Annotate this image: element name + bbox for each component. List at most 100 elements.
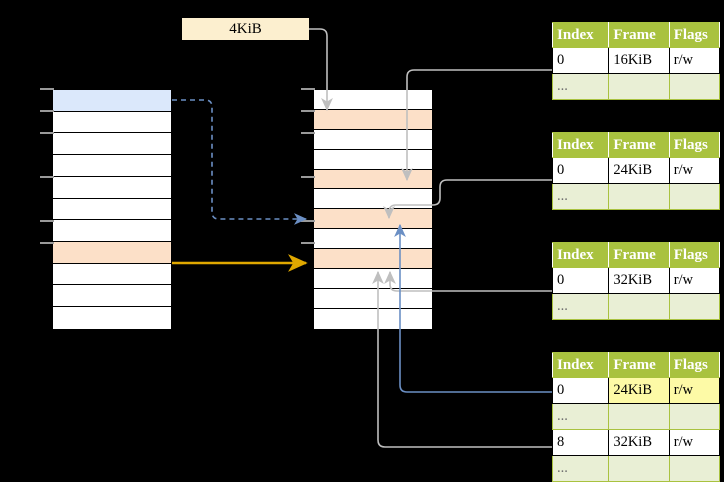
cell-frame: 24KiB <box>608 377 670 404</box>
cell-index: ... <box>551 183 610 210</box>
cell-flags: r/w <box>668 267 721 294</box>
tick-mark <box>301 132 315 134</box>
connector-table2-to-frame <box>383 179 552 220</box>
tick-mark <box>40 176 54 178</box>
cell-flags: r/w <box>668 47 721 74</box>
table-row: ... <box>551 183 721 210</box>
tick-mark <box>40 132 54 134</box>
cell-index: ... <box>551 73 610 100</box>
tick-mark <box>301 242 315 244</box>
table-row: ... <box>551 73 721 100</box>
cell-index: ... <box>551 293 610 320</box>
tick-mark <box>40 220 54 222</box>
cell-flags <box>668 455 721 482</box>
vaddr-page-row <box>53 176 171 199</box>
tick-mark <box>301 220 315 222</box>
cell-flags <box>668 73 721 100</box>
column-header-index: Index <box>551 242 610 268</box>
cell-frame <box>608 403 670 430</box>
tick-mark <box>301 110 315 112</box>
column-header-flags: Flags <box>668 132 721 158</box>
phys-frame-row <box>314 129 432 150</box>
connector-table3-to-frame <box>384 270 552 292</box>
cell-frame: 24KiB <box>608 157 670 184</box>
cell-flags: r/w <box>668 429 721 456</box>
cell-index: 0 <box>551 47 610 74</box>
vaddr-page-row <box>53 307 171 329</box>
vaddr-page-row <box>53 241 171 264</box>
cell-index: 8 <box>551 429 610 456</box>
table-row: ... <box>551 403 721 430</box>
vaddr-page-row <box>53 198 171 221</box>
physical-memory-column <box>313 89 433 331</box>
column-header-index: Index <box>551 352 610 378</box>
table-row: ... <box>551 293 721 320</box>
phys-frame-row <box>314 308 432 329</box>
tick-mark <box>301 88 315 90</box>
cell-flags <box>668 183 721 210</box>
vaddr-page-row <box>53 155 171 177</box>
cell-frame <box>608 73 670 100</box>
connector-vaddr-to-frame-dashed <box>172 99 308 225</box>
cell-flags <box>668 293 721 320</box>
column-header-flags: Flags <box>668 352 721 378</box>
table-row: ... <box>551 455 721 482</box>
column-header-frame: Frame <box>608 132 670 158</box>
column-header-frame: Frame <box>608 22 670 48</box>
connector-table1-to-frame <box>401 69 552 182</box>
vaddr-page-row <box>53 285 171 308</box>
vaddr-page-row <box>53 220 171 242</box>
vaddr-page-row <box>53 133 171 156</box>
column-header-index: Index <box>551 132 610 158</box>
tick-mark <box>301 176 315 178</box>
vaddr-page-row <box>53 90 171 112</box>
tick-mark <box>40 242 54 244</box>
cell-frame: 32KiB <box>608 429 670 456</box>
cell-index: 0 <box>551 157 610 184</box>
column-header-flags: Flags <box>668 242 721 268</box>
cell-index: ... <box>551 403 610 430</box>
phys-frame-row <box>314 109 432 130</box>
connector-table4-row0-to-frame <box>394 223 552 393</box>
connector-pagesize-to-frame <box>309 28 333 112</box>
tick-mark <box>40 110 54 112</box>
vaddr-page-row <box>53 263 171 286</box>
cell-frame <box>608 293 670 320</box>
cell-flags: r/w <box>668 377 721 404</box>
cell-frame: 16KiB <box>608 47 670 74</box>
cell-frame <box>608 183 670 210</box>
cell-frame <box>608 455 670 482</box>
phys-frame-row <box>314 149 432 170</box>
tick-mark <box>40 88 54 90</box>
cell-index: 0 <box>551 377 610 404</box>
cell-index: 0 <box>551 267 610 294</box>
cell-index: ... <box>551 455 610 482</box>
phys-frame-row <box>314 90 432 110</box>
column-header-frame: Frame <box>608 352 670 378</box>
page-size-label: 4KiB <box>182 18 309 40</box>
column-header-flags: Flags <box>668 22 721 48</box>
cell-flags: r/w <box>668 157 721 184</box>
cell-frame: 32KiB <box>608 267 670 294</box>
connector-table4-row2-to-frame <box>372 270 552 448</box>
vaddr-page-row <box>53 111 171 134</box>
column-header-frame: Frame <box>608 242 670 268</box>
column-header-index: Index <box>551 22 610 48</box>
cell-flags <box>668 403 721 430</box>
phys-frame-row <box>314 249 432 270</box>
